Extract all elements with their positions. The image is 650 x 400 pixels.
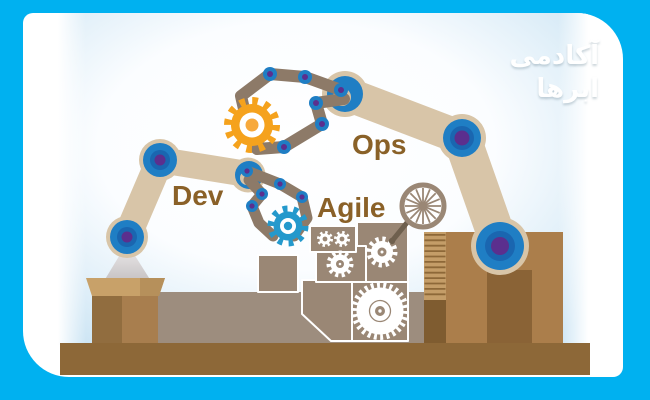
illustration-card: Dev Ops Agile آکادمی ابرها <box>23 13 623 377</box>
ops-claw-gripper <box>224 67 368 155</box>
ops-elbow-joint <box>438 114 486 162</box>
brand-logo: آکادمی ابرها <box>509 40 599 106</box>
machine-gear-icon <box>366 236 398 268</box>
dev-claw-joints <box>241 165 308 212</box>
dev-base-joint <box>106 216 148 258</box>
brand-logo-line2: ابرها <box>536 74 599 104</box>
ops-base-joint <box>471 217 529 275</box>
dev-label: Dev <box>172 180 224 211</box>
dev-base-crate <box>86 243 165 343</box>
crate-body-shade <box>92 296 122 343</box>
machine-big-gear-icon <box>351 282 409 340</box>
ops-claw-joints <box>263 67 348 154</box>
machine-twin-gears-icon <box>317 231 350 247</box>
blue-gear-icon <box>267 205 309 247</box>
ground <box>60 343 590 375</box>
sky-fade-left <box>58 13 86 345</box>
orange-gear-icon <box>224 97 280 153</box>
crate-shadow <box>487 270 532 343</box>
brand-logo-line1: آکادمی <box>509 41 599 71</box>
hand-wheel-icon <box>388 182 447 245</box>
pedestal <box>104 243 151 281</box>
agile-machine <box>257 221 409 342</box>
machine-gear-icon <box>326 250 354 278</box>
dev-elbow-joint <box>139 139 181 181</box>
crate-flap-shade <box>140 278 165 296</box>
ops-label: Ops <box>352 129 406 160</box>
agile-label: Agile <box>317 192 385 223</box>
machine-block-plain <box>257 254 299 293</box>
devops-illustration: Dev Ops Agile <box>58 13 590 375</box>
dev-claw-gripper <box>230 157 313 247</box>
ops-base-crate <box>424 232 563 343</box>
